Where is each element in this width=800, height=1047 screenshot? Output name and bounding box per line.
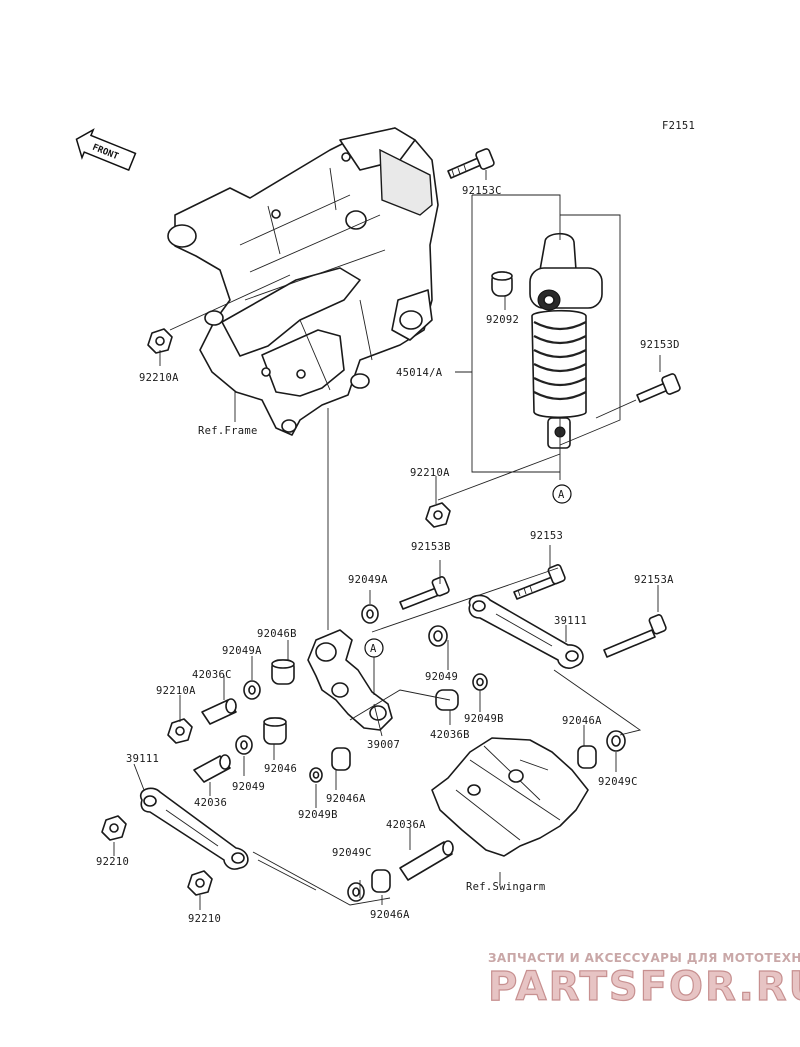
collar-42036B-drawing <box>435 689 459 711</box>
label-92153A: 92153A <box>634 574 674 586</box>
marker-a-rocker-letter: A <box>370 643 377 655</box>
washer-92049-right-drawing <box>428 625 448 647</box>
label-92210A-left: 92210A <box>156 685 196 697</box>
label-39111-left: 39111 <box>126 753 159 765</box>
label-ref-swingarm: Ref.Swingarm <box>466 881 545 893</box>
label-92049A-left: 92049A <box>222 645 262 657</box>
label-92153B: 92153B <box>411 541 451 553</box>
leader-lines <box>113 170 661 910</box>
figure-code: F2151 <box>662 120 695 132</box>
label-42036: 42036 <box>194 797 227 809</box>
label-92153C: 92153C <box>462 185 502 197</box>
watermark-brand: PARTSFOR.RU <box>488 964 800 1010</box>
label-92210A-mid: 92210A <box>410 467 450 479</box>
label-42036C: 42036C <box>192 669 232 681</box>
bolt-92153D-drawing <box>636 373 681 403</box>
label-92046A-right: 92046A <box>562 715 602 727</box>
marker-a-top: A <box>552 484 572 504</box>
nut-92210-2-drawing <box>187 870 213 896</box>
label-92049A-top: 92049A <box>348 574 388 586</box>
label-92049C-low: 92049C <box>332 847 372 859</box>
nut-92210A-left-drawing <box>167 718 193 744</box>
label-92210-1: 92210 <box>96 856 129 868</box>
rocker-arm-39007-drawing <box>307 629 393 731</box>
shock-absorber-drawing <box>529 232 603 449</box>
collar-42036-drawing <box>193 754 231 783</box>
collar-92092-drawing <box>491 271 513 297</box>
label-92210A-top: 92210A <box>139 372 179 384</box>
watermark: ЗАПЧАСТИ И АКСЕССУАРЫ ДЛЯ МОТОТЕХНИКИ PA… <box>487 951 800 1011</box>
bushing-92046-drawing <box>263 717 287 745</box>
front-direction-arrow: FRONT <box>75 128 137 172</box>
marker-a-top-letter: A <box>558 489 565 501</box>
frame-drawing <box>167 127 439 436</box>
bolt-92153A-drawing <box>603 614 667 658</box>
label-92049: 92049 <box>425 671 458 683</box>
nut-92210-1-drawing <box>101 815 127 841</box>
label-92153D: 92153D <box>640 339 680 351</box>
part-labels: 92153C 92092 45014/A 92153D 92210A Ref.F… <box>96 185 680 925</box>
label-92049B-low: 92049B <box>298 809 338 821</box>
bolt-92153C-drawing <box>447 148 495 179</box>
label-92049B-right: 92049B <box>464 713 504 725</box>
bushing-92046A-right-drawing <box>577 745 597 769</box>
collar-42036A-drawing <box>399 840 454 881</box>
bushing-92046B-drawing <box>271 659 295 685</box>
washer-92049-low-drawing <box>235 735 253 755</box>
washer-92049B-right-drawing <box>472 673 488 691</box>
label-45014A: 45014/A <box>396 367 443 379</box>
label-92046: 92046 <box>264 763 297 775</box>
bolt-92153B-drawing <box>399 576 450 610</box>
label-39007: 39007 <box>367 739 400 751</box>
nut-92210A-top-drawing <box>147 328 173 354</box>
label-92046B: 92046B <box>257 628 297 640</box>
label-39111-right: 39111 <box>554 615 587 627</box>
collar-42036C-drawing <box>201 698 237 725</box>
bushing-92046A-mid-drawing <box>331 747 351 771</box>
label-92092: 92092 <box>486 314 519 326</box>
washer-92049A-left-drawing <box>243 680 261 700</box>
label-92153: 92153 <box>530 530 563 542</box>
label-92210-2: 92210 <box>188 913 221 925</box>
label-42036A: 42036A <box>386 819 426 831</box>
label-92049-low: 92049 <box>232 781 265 793</box>
swingarm-bracket-drawing <box>431 737 589 857</box>
watermark-tagline: ЗАПЧАСТИ И АКСЕССУАРЫ ДЛЯ МОТОТЕХНИКИ <box>488 951 800 965</box>
marker-a-rocker: A <box>364 638 384 658</box>
washer-92049C-low-drawing <box>347 882 365 902</box>
washer-92049C-right-drawing <box>606 730 626 752</box>
label-ref-frame: Ref.Frame <box>198 425 258 437</box>
bushing-92046A-low-drawing <box>371 869 391 893</box>
label-92049C-right: 92049C <box>598 776 638 788</box>
tie-rod-39111-right-drawing <box>468 594 584 669</box>
bolt-92153-drawing <box>513 564 566 600</box>
tie-rod-39111-left-drawing <box>139 787 249 870</box>
label-42036B: 42036B <box>430 729 470 741</box>
nut-92210A-mid-drawing <box>425 502 451 528</box>
label-92046A-mid: 92046A <box>326 793 366 805</box>
washer-92049A-top-drawing <box>361 604 379 624</box>
washer-92049B-low-drawing <box>309 767 323 783</box>
label-92046A-low: 92046A <box>370 909 410 921</box>
